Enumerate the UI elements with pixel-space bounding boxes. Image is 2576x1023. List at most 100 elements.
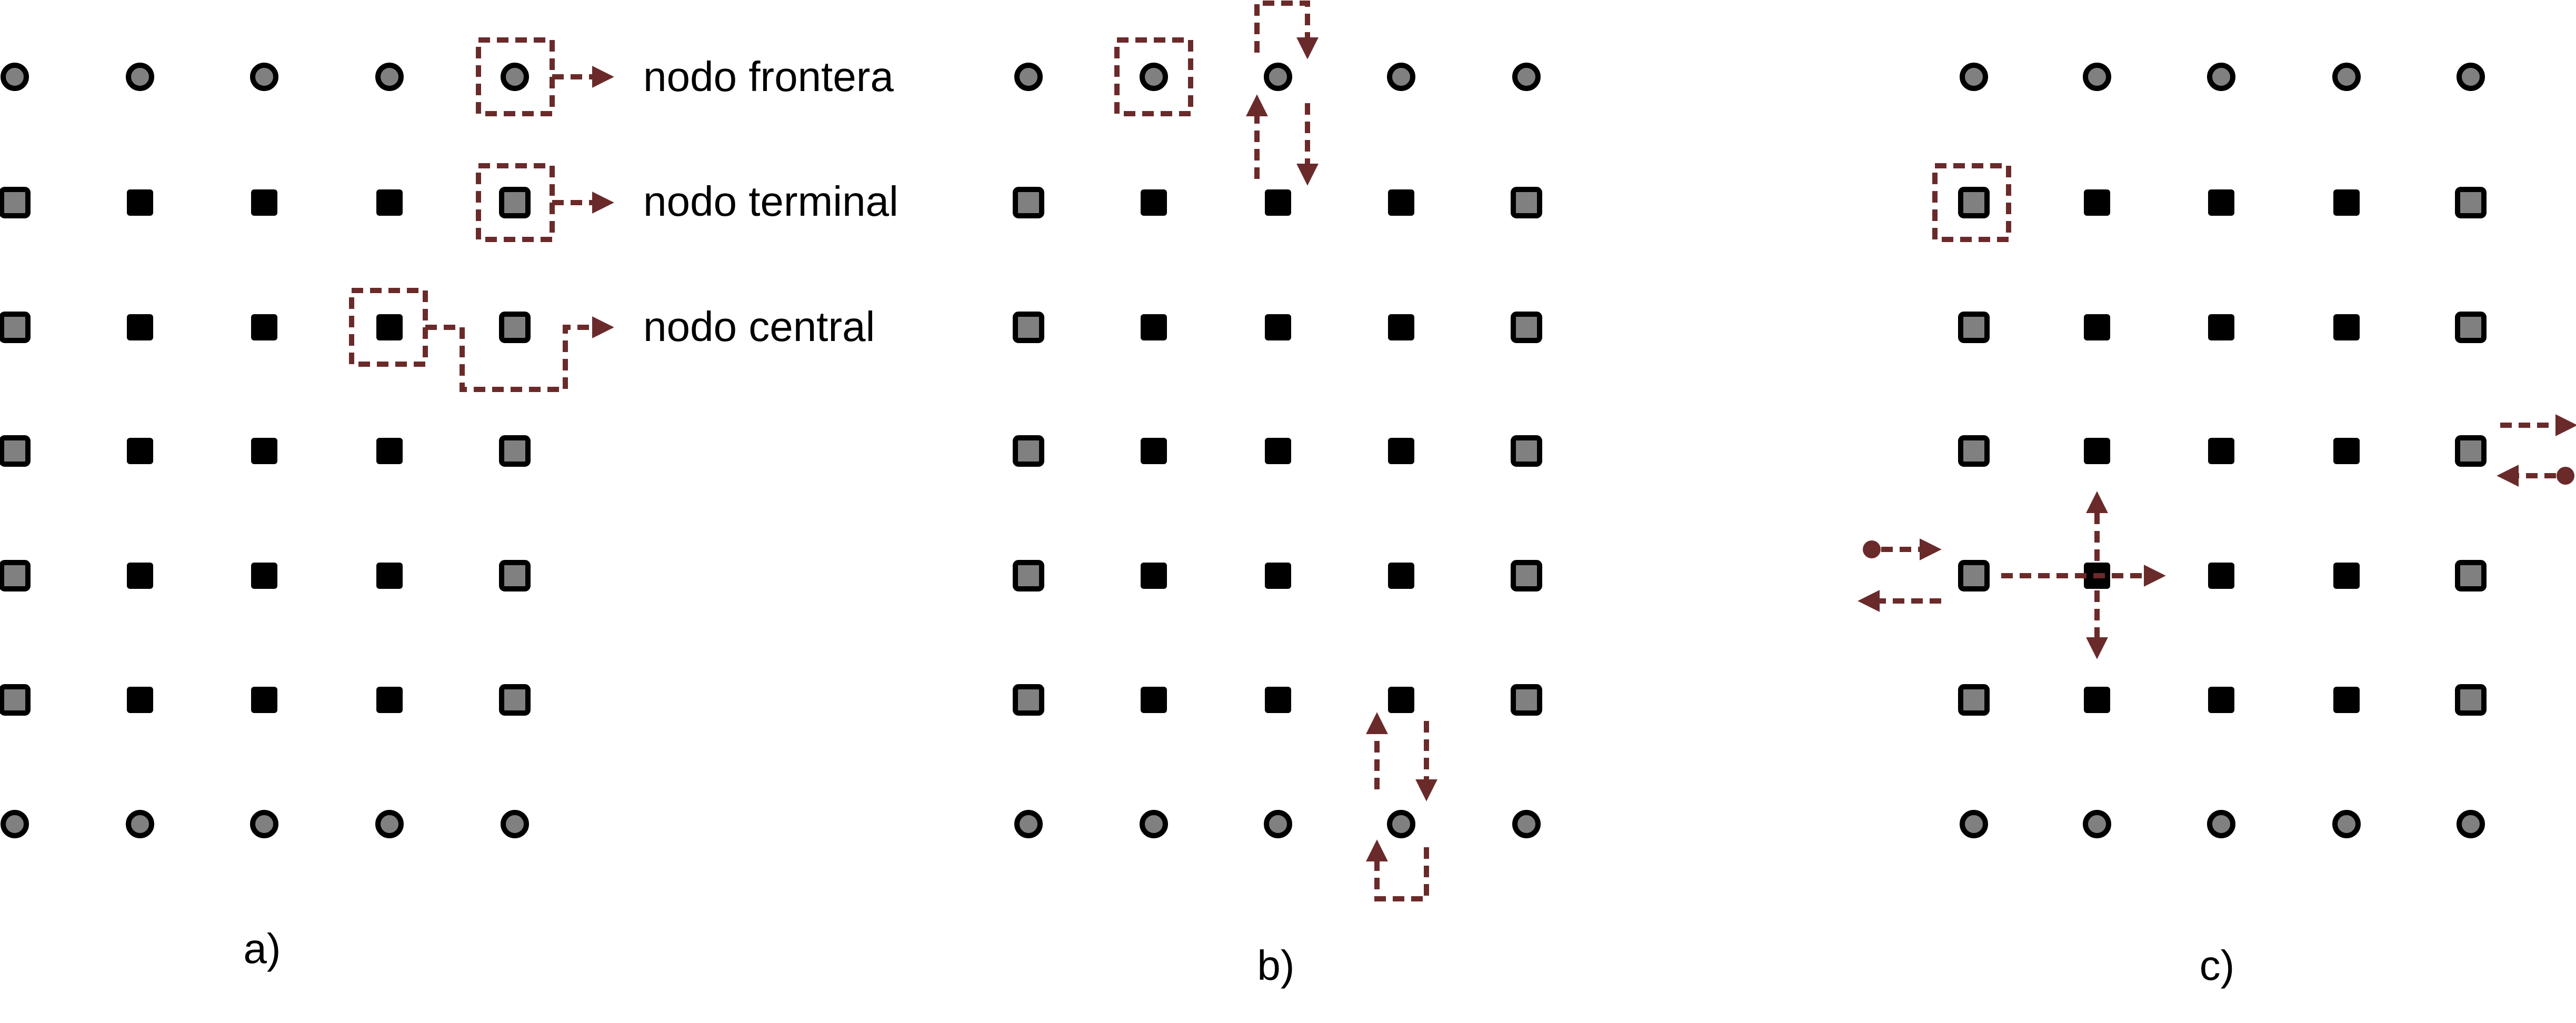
- central-node: [127, 189, 153, 216]
- central-node: [1265, 687, 1291, 713]
- frontier-node: [1, 63, 29, 91]
- frontier-node: [250, 63, 278, 91]
- central-node: [2208, 438, 2234, 464]
- terminal-node: [1958, 312, 1990, 343]
- terminal-node: [2455, 312, 2487, 343]
- central-node: [1141, 687, 1167, 713]
- central-node: [251, 314, 277, 340]
- terminal-node: [2455, 187, 2487, 218]
- terminal-node: [499, 684, 531, 716]
- central-node: [251, 189, 277, 216]
- central-node: [1265, 563, 1291, 589]
- frontier-node: [1512, 810, 1541, 838]
- central-node: [2333, 687, 2360, 713]
- central-node: [1265, 189, 1291, 216]
- terminal-node: [0, 684, 31, 716]
- central-node: [2208, 314, 2234, 340]
- frontier-node: [2207, 810, 2235, 838]
- central-node: [376, 189, 403, 216]
- frontier-node: [501, 63, 529, 91]
- frontier-node: [126, 810, 154, 838]
- central-node: [2333, 563, 2360, 589]
- central-node: [2208, 563, 2234, 589]
- central-node: [1388, 314, 1414, 340]
- terminal-node: [1958, 684, 1990, 716]
- terminal-node: [1958, 187, 1990, 218]
- central-node: [2333, 438, 2360, 464]
- central-node: [127, 563, 153, 589]
- terminal-node: [0, 187, 31, 218]
- central-node: [1388, 189, 1414, 216]
- terminal-node: [1013, 187, 1044, 218]
- central-node: [1388, 438, 1414, 464]
- panel-c: [1958, 63, 2487, 838]
- panel-c-caption: c): [2200, 942, 2235, 989]
- central-node: [376, 563, 403, 589]
- central-node: [1265, 314, 1291, 340]
- frontier-node: [1140, 810, 1168, 838]
- frontier-node: [126, 63, 154, 91]
- frontier-node: [1387, 63, 1415, 91]
- frontier-node: [2083, 63, 2111, 91]
- frontier-node: [2457, 63, 2485, 91]
- panel-a-annotations: [349, 37, 614, 392]
- frontier-node: [501, 810, 529, 838]
- central-node: [1141, 189, 1167, 216]
- panel-a: [0, 63, 531, 838]
- central-node: [376, 687, 403, 713]
- bottom-bounce-arrow: [1366, 839, 1429, 901]
- frontier-node: [1512, 63, 1541, 91]
- central-node: [2333, 314, 2360, 340]
- central-node: [376, 314, 403, 340]
- frontier-node: [1387, 810, 1415, 838]
- terminal-node-highlight-c: [1932, 163, 2011, 242]
- central-node: [376, 438, 403, 464]
- central-node: [2208, 687, 2234, 713]
- central-node: [1141, 314, 1167, 340]
- central-node: [2084, 438, 2110, 464]
- central-node: [2333, 189, 2360, 216]
- terminal-node: [1511, 312, 1542, 343]
- frontier-node: [375, 63, 404, 91]
- central-node: [251, 563, 277, 589]
- central-node-label: nodo central: [643, 303, 875, 350]
- frontier-node: [2083, 810, 2111, 838]
- frontier-node: [2457, 810, 2485, 838]
- terminal-node: [1511, 684, 1542, 716]
- terminal-node: [499, 435, 531, 467]
- terminal-node: [2455, 684, 2487, 716]
- panel-c-annotations: [1858, 163, 2576, 659]
- central-node: [1141, 438, 1167, 464]
- terminal-node: [1013, 435, 1044, 467]
- central-node: [1388, 687, 1414, 713]
- terminal-node: [499, 312, 531, 343]
- terminal-node: [499, 560, 531, 591]
- frontier-node: [1264, 810, 1292, 838]
- terminal-node: [1013, 312, 1044, 343]
- terminal-node: [0, 312, 31, 343]
- terminal-node: [499, 187, 531, 218]
- central-node: [127, 314, 153, 340]
- panel-b-annotations: [1114, 1, 1437, 901]
- central-node: [1265, 438, 1291, 464]
- central-node: [1388, 563, 1414, 589]
- frontier-node: [250, 810, 278, 838]
- terminal-node: [2455, 435, 2487, 467]
- terminal-node: [1958, 435, 1990, 467]
- terminal-node: [0, 560, 31, 591]
- terminal-node: [1511, 560, 1542, 591]
- frontier-node: [2207, 63, 2235, 91]
- terminal-node-label: nodo terminal: [643, 178, 898, 225]
- terminal-node: [1511, 435, 1542, 467]
- central-node: [2084, 189, 2110, 216]
- central-node: [2084, 687, 2110, 713]
- right-source-dot: [2557, 467, 2574, 485]
- central-label-arrow: [425, 316, 614, 392]
- terminal-node: [0, 435, 31, 467]
- terminal-node: [1013, 560, 1044, 591]
- panel-a-caption: a): [243, 925, 281, 972]
- central-node: [2084, 314, 2110, 340]
- top-bounce-arrow: [1254, 1, 1319, 59]
- frontier-node: [1960, 63, 1988, 91]
